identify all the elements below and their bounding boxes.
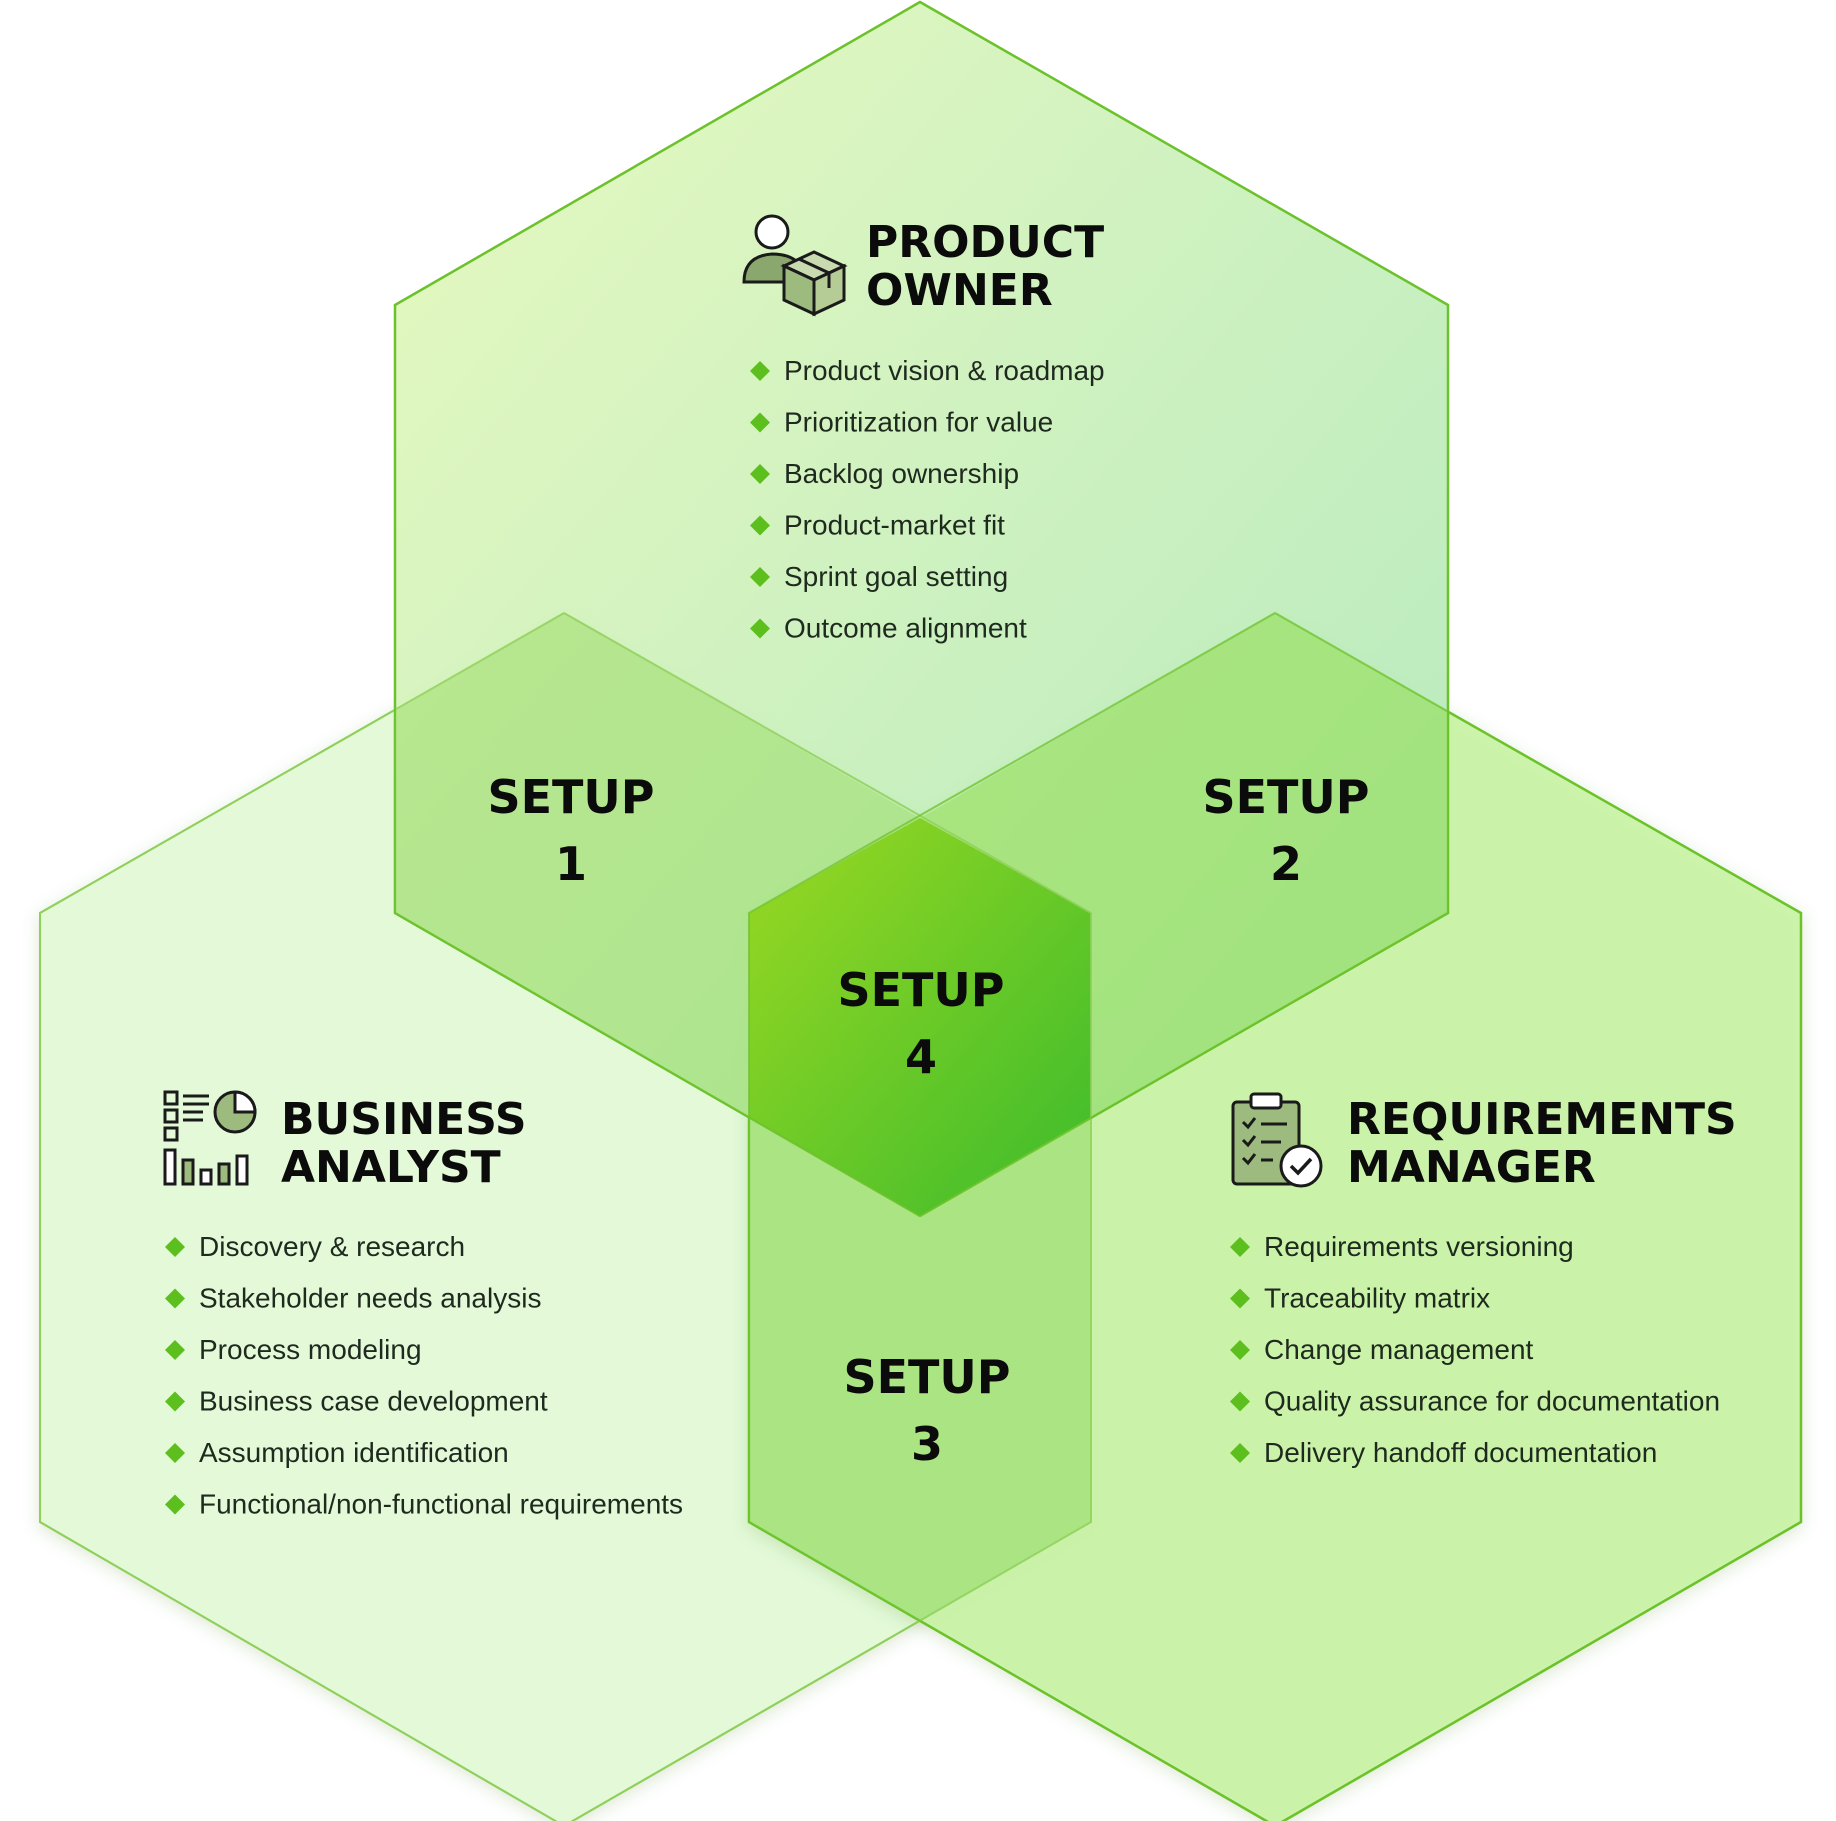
setup-2-number: 2: [1270, 837, 1302, 891]
setup-3-number: 3: [911, 1417, 943, 1471]
setup-2-word: SETUP: [1203, 770, 1370, 824]
bullet-diamond-icon: [165, 1391, 185, 1412]
business-analyst-title-line2: ANALYST: [281, 1142, 501, 1193]
bullet-diamond-icon: [1230, 1340, 1250, 1360]
bullet-diamond-icon: [1230, 1288, 1250, 1309]
responsibility-item: Change management: [1264, 1334, 1534, 1365]
setup-4-number: 4: [905, 1030, 937, 1084]
clipboard-checklist-icon: [1231, 1092, 1323, 1188]
responsibility-item: Stakeholder needs analysis: [199, 1283, 541, 1314]
bullet-diamond-icon: [1230, 1237, 1250, 1257]
analytics-dashboard-icon: [163, 1090, 257, 1186]
responsibility-item: Sprint goal setting: [784, 561, 1008, 592]
setup-3-region: [749, 1117, 1091, 1621]
bullet-diamond-icon: [165, 1237, 185, 1257]
setup-4-region: [749, 818, 1091, 1216]
product-owner-title-line2: OWNER: [866, 265, 1053, 316]
setup-4-word: SETUP: [838, 963, 1005, 1017]
responsibility-item: Backlog ownership: [784, 458, 1019, 489]
bullet-diamond-icon: [165, 1494, 185, 1515]
requirements-manager-title-line2: MANAGER: [1347, 1142, 1596, 1193]
setup-1-word: SETUP: [488, 770, 655, 824]
business-analyst-title-line1: BUSINESS: [281, 1094, 527, 1145]
setup-1-number: 1: [555, 837, 587, 891]
responsibility-item: Product vision & roadmap: [784, 355, 1105, 386]
bullet-diamond-icon: [750, 361, 770, 381]
bullet-diamond-icon: [165, 1443, 185, 1463]
responsibility-item: Functional/non-functional requirements: [199, 1489, 683, 1520]
responsibility-item: Quality assurance for documentation: [1264, 1386, 1720, 1417]
responsibility-item: Discovery & research: [199, 1231, 465, 1262]
responsibility-item: Requirements versioning: [1264, 1231, 1574, 1262]
bullet-diamond-icon: [165, 1288, 185, 1309]
responsibility-item: Outcome alignment: [784, 613, 1027, 644]
responsibility-item: Product-market fit: [784, 510, 1005, 541]
bullet-diamond-icon: [1230, 1443, 1250, 1463]
responsibility-item: Prioritization for value: [784, 407, 1053, 438]
bullet-diamond-icon: [1230, 1391, 1250, 1412]
bullet-diamond-icon: [750, 412, 770, 433]
responsibility-item: Business case development: [199, 1386, 548, 1417]
person-with-box-icon: [742, 214, 848, 317]
bullet-diamond-icon: [750, 618, 770, 639]
responsibility-item: Traceability matrix: [1264, 1283, 1490, 1314]
product-owner-title-line1: PRODUCT: [866, 217, 1104, 268]
bullet-diamond-icon: [750, 515, 770, 536]
bullet-diamond-icon: [750, 567, 770, 587]
bullet-diamond-icon: [165, 1340, 185, 1360]
responsibility-item: Assumption identification: [199, 1437, 509, 1468]
responsibility-item: Delivery handoff documentation: [1264, 1437, 1657, 1468]
requirements-manager-title-line1: REQUIREMENTS: [1347, 1094, 1737, 1145]
responsibility-item: Process modeling: [199, 1334, 422, 1365]
setup-3-word: SETUP: [844, 1350, 1011, 1404]
bullet-diamond-icon: [750, 464, 770, 484]
